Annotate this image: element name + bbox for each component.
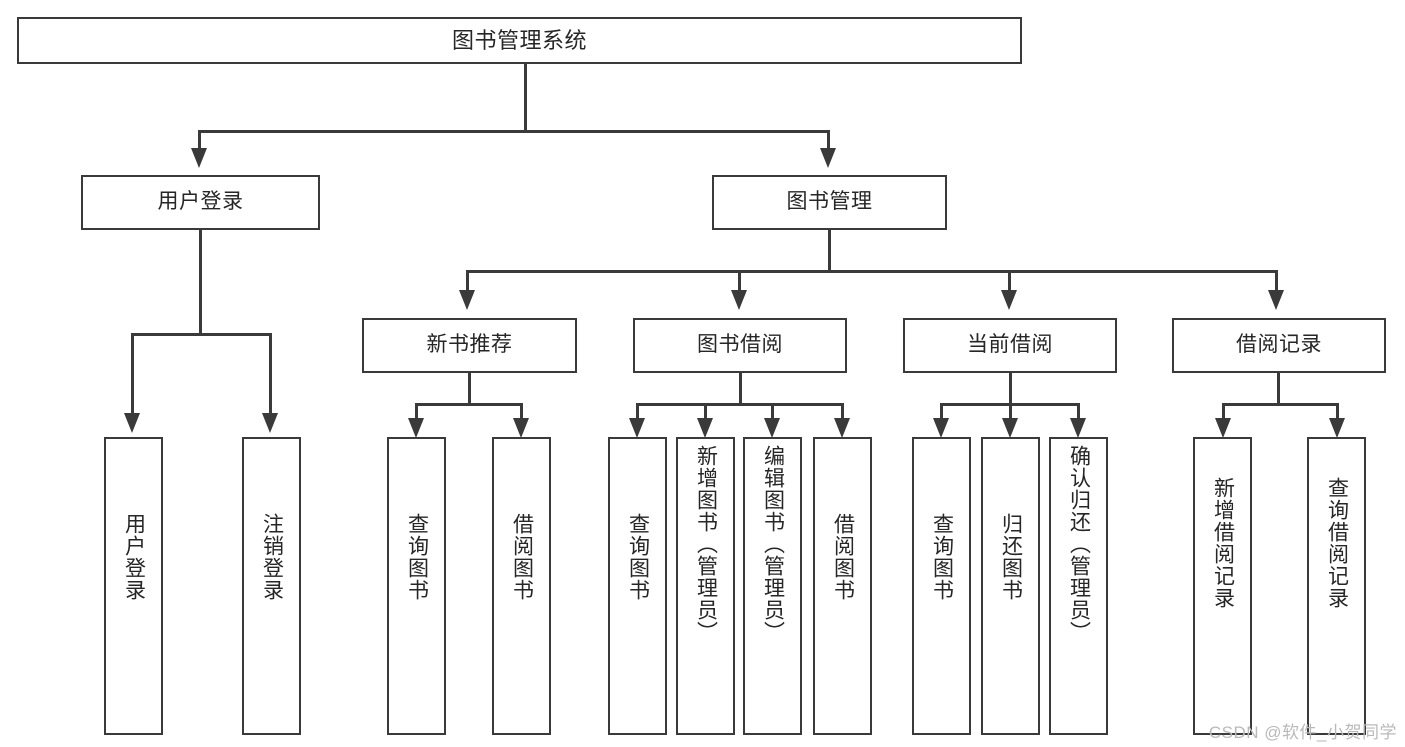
arrowhead-bb-query-book xyxy=(629,418,645,438)
leaf-cb-confirm-return[interactable]: 确认归还（管理员） xyxy=(1049,437,1108,735)
node-borrow-record[interactable]: 借阅记录 xyxy=(1172,318,1386,373)
connector-br-c1 xyxy=(1222,403,1225,420)
node-label: 新书推荐 xyxy=(426,333,513,357)
node-label: 借阅图书 xyxy=(510,513,534,601)
leaf-bb-borrow-book[interactable]: 借阅图书 xyxy=(813,437,872,735)
connector-bb-c3 xyxy=(771,403,774,420)
connector-to-current-borrow xyxy=(1008,270,1011,292)
connector-current-borrow-stem xyxy=(1009,373,1012,405)
connector-book-borrow-stem xyxy=(739,373,742,405)
connector-borrow-record-stem xyxy=(1277,373,1280,405)
node-book-management[interactable]: 图书管理 xyxy=(712,175,947,230)
node-book-borrow[interactable]: 图书借阅 xyxy=(633,318,847,373)
connector-cb-c3 xyxy=(1077,403,1080,420)
arrowhead-user-login xyxy=(191,148,207,168)
node-user-login[interactable]: 用户登录 xyxy=(81,175,320,230)
node-label: 新增图书（管理员） xyxy=(694,445,718,643)
arrowhead-cb-query-book xyxy=(933,418,949,438)
node-label: 查询图书 xyxy=(930,513,954,601)
leaf-nb-borrow-book[interactable]: 借阅图书 xyxy=(492,437,551,735)
connector-root-to-book-mgmt xyxy=(827,130,830,150)
node-new-book-recommend[interactable]: 新书推荐 xyxy=(362,318,577,373)
node-label: 用户登录 xyxy=(122,513,146,601)
node-label: 确认归还（管理员） xyxy=(1067,445,1091,643)
connector-root-bar xyxy=(198,130,830,133)
node-label: 当前借阅 xyxy=(967,333,1053,357)
connector-new-book-c2 xyxy=(520,403,523,420)
connector-root-stem xyxy=(524,64,527,130)
arrowhead-cb-confirm-return xyxy=(1070,418,1086,438)
connector-book-mgmt-bar xyxy=(466,270,1278,273)
node-label: 借阅记录 xyxy=(1236,333,1322,357)
arrowhead-book-borrow xyxy=(731,290,747,310)
connector-to-new-book xyxy=(466,270,469,292)
node-label: 借阅图书 xyxy=(831,513,855,601)
arrowhead-cb-return-book xyxy=(1002,418,1018,438)
arrowhead-leaf-user-login xyxy=(124,413,140,433)
arrowhead-br-query-record xyxy=(1329,418,1345,438)
connector-user-login-bar xyxy=(131,333,272,336)
connector-to-borrow-record xyxy=(1275,270,1278,292)
node-label: 图书管理 xyxy=(786,190,873,214)
connector-new-book-stem xyxy=(468,373,471,405)
arrowhead-bb-edit-book xyxy=(764,418,780,438)
node-label: 用户登录 xyxy=(157,190,244,214)
node-label: 图书管理系统 xyxy=(451,27,587,53)
connector-bb-c2 xyxy=(704,403,707,420)
arrowhead-br-add-record xyxy=(1215,418,1231,438)
connector-user-login-left xyxy=(131,333,134,415)
arrowhead-leaf-logout xyxy=(262,413,278,433)
arrowhead-nb-borrow-book xyxy=(513,418,529,438)
arrowhead-bb-borrow-book xyxy=(834,418,850,438)
arrowhead-nb-query-book xyxy=(408,418,424,438)
connector-cb-c1 xyxy=(940,403,943,420)
connector-new-book-bar xyxy=(415,403,523,406)
leaf-bb-add-book[interactable]: 新增图书（管理员） xyxy=(676,437,735,735)
node-label: 图书借阅 xyxy=(697,333,783,357)
node-root-system[interactable]: 图书管理系统 xyxy=(17,17,1022,64)
arrowhead-new-book xyxy=(459,290,475,310)
leaf-cb-return-book[interactable]: 归还图书 xyxy=(981,437,1040,735)
connector-user-login-stem xyxy=(199,230,202,335)
node-label: 查询借阅记录 xyxy=(1325,477,1349,609)
node-label: 归还图书 xyxy=(999,513,1023,601)
node-current-borrow[interactable]: 当前借阅 xyxy=(903,318,1117,373)
leaf-cb-query-book[interactable]: 查询图书 xyxy=(912,437,971,735)
connector-book-mgmt-stem xyxy=(828,230,831,272)
connector-new-book-c1 xyxy=(415,403,418,420)
node-label: 查询图书 xyxy=(626,513,650,601)
connector-bb-c1 xyxy=(636,403,639,420)
arrowhead-bb-add-book xyxy=(697,418,713,438)
leaf-bb-edit-book[interactable]: 编辑图书（管理员） xyxy=(743,437,802,735)
connector-root-to-user-login xyxy=(198,130,201,150)
arrowhead-current-borrow xyxy=(1001,290,1017,310)
connector-to-book-borrow xyxy=(738,270,741,292)
connector-cb-c2 xyxy=(1009,403,1012,420)
node-label: 查询图书 xyxy=(405,513,429,601)
arrowhead-book-mgmt xyxy=(820,148,836,168)
leaf-nb-query-book[interactable]: 查询图书 xyxy=(387,437,446,735)
connector-borrow-record-bar xyxy=(1222,403,1339,406)
connector-br-c2 xyxy=(1336,403,1339,420)
node-label: 编辑图书（管理员） xyxy=(761,445,785,643)
connector-user-login-right xyxy=(269,333,272,415)
leaf-user-login[interactable]: 用户登录 xyxy=(104,437,163,735)
connector-bb-c4 xyxy=(841,403,844,420)
leaf-bb-query-book[interactable]: 查询图书 xyxy=(608,437,667,735)
leaf-br-add-record[interactable]: 新增借阅记录 xyxy=(1193,437,1252,735)
connector-book-borrow-bar xyxy=(636,403,844,406)
node-label: 新增借阅记录 xyxy=(1211,477,1235,609)
leaf-logout[interactable]: 注销登录 xyxy=(242,437,301,735)
arrowhead-borrow-record xyxy=(1268,290,1284,310)
node-label: 注销登录 xyxy=(260,513,284,601)
leaf-br-query-record[interactable]: 查询借阅记录 xyxy=(1307,437,1366,735)
